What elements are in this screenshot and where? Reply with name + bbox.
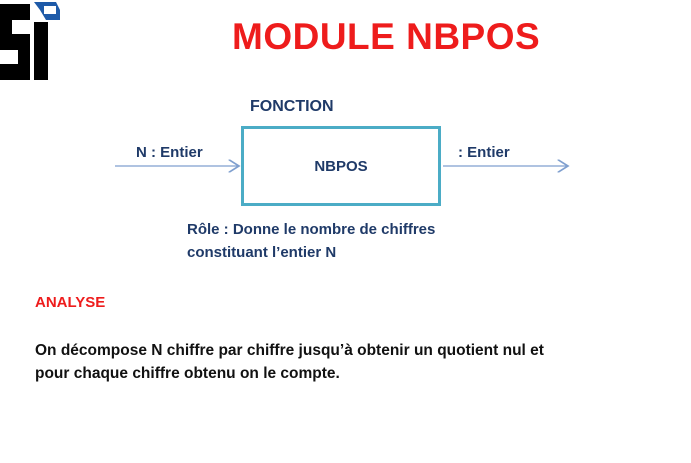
role-description: Rôle : Donne le nombre de chiffres const… (187, 218, 517, 264)
analyse-text: On décompose N chiffre par chiffre jusqu… (35, 339, 635, 385)
analyse-line-1: On décompose N chiffre par chiffre jusqu… (35, 342, 544, 359)
analyse-line-2: pour chaque chiffre obtenu on le compte. (35, 365, 340, 382)
role-line-1: Rôle : Donne le nombre de chiffres (187, 221, 436, 238)
module-box: NBPOS (241, 126, 441, 206)
module-name: NBPOS (314, 157, 368, 175)
page-title: MODULE NBPOS (232, 16, 541, 57)
function-kind-label: FONCTION (250, 98, 334, 115)
input-label: N : Entier (136, 144, 203, 161)
si-logo (0, 2, 60, 80)
role-line-2: constituant l’entier N (187, 244, 337, 261)
output-label: : Entier (458, 144, 510, 161)
analyse-heading: ANALYSE (35, 294, 106, 311)
